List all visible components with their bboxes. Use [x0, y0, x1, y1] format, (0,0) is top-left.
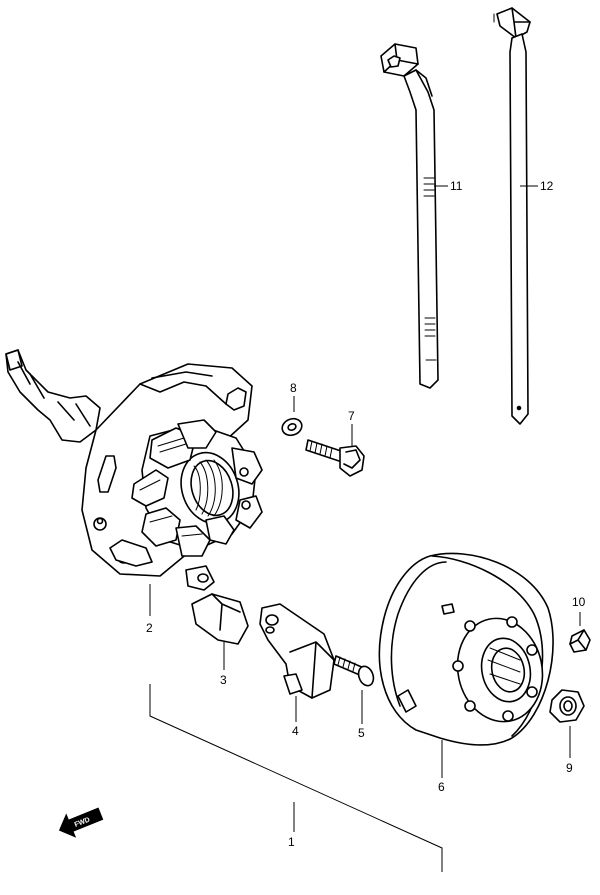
part-3-bracket	[185, 565, 249, 645]
callout-5: 5	[358, 726, 365, 740]
callout-8: 8	[290, 381, 297, 395]
callout-4: 4	[292, 724, 299, 738]
part-8-washer	[281, 417, 303, 437]
part-5-screw	[333, 655, 375, 687]
callout-3: 3	[220, 673, 227, 687]
callout-7: 7	[348, 409, 355, 423]
part-11-cable-tie	[380, 43, 439, 389]
callout-1: 1	[288, 835, 295, 849]
callout-labels: 1 2 3 4 5 6 7 8 9 10 11 12	[146, 179, 586, 849]
callout-11: 11	[450, 179, 463, 193]
part-12-cable-tie	[493, 7, 531, 425]
callout-10: 10	[572, 595, 586, 609]
part-6-rotor	[378, 552, 554, 746]
part-7-bolt	[305, 439, 365, 477]
leader-lines	[149, 185, 581, 872]
callout-12: 12	[540, 179, 554, 193]
part-9-nut	[549, 689, 585, 723]
part-2-stator-assembly	[5, 349, 263, 577]
part-10-key	[569, 629, 591, 653]
callout-2: 2	[146, 621, 153, 635]
callout-9: 9	[566, 761, 573, 775]
callout-6: 6	[438, 780, 445, 794]
part-4-pickup-coil	[259, 603, 335, 699]
fwd-direction-arrow: FWD	[58, 807, 104, 838]
